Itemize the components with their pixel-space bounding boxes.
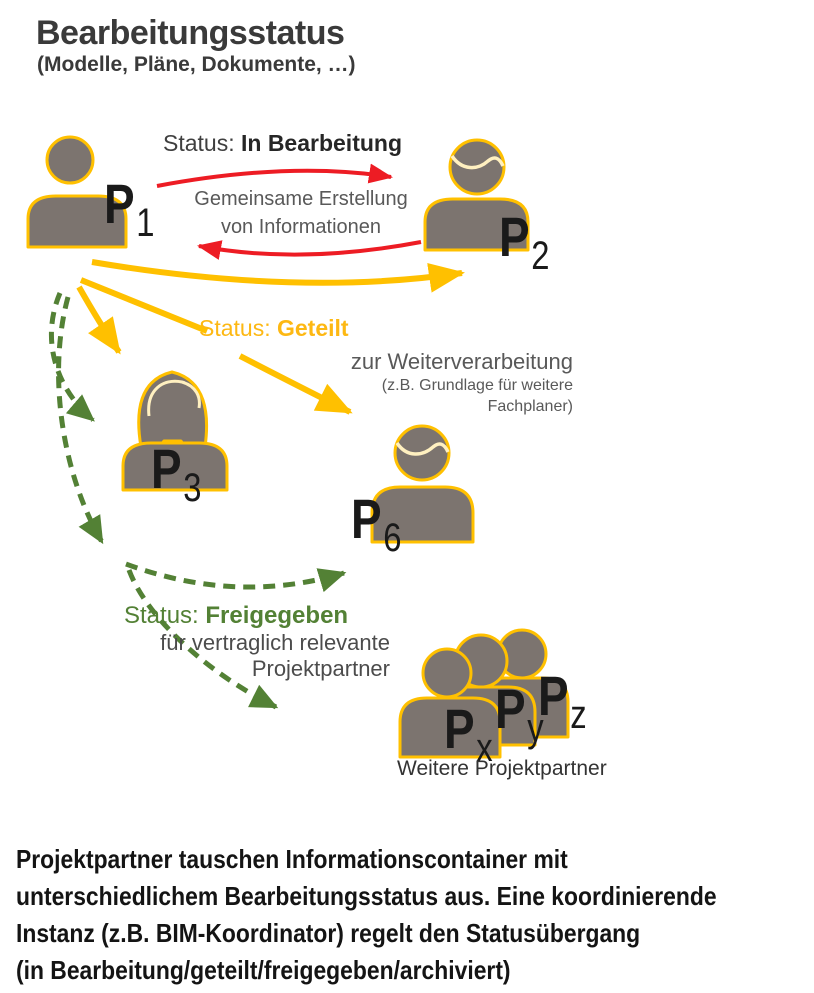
person-group-icon	[398, 628, 570, 759]
partner-letter: P	[351, 487, 382, 550]
partner-letter: P	[538, 664, 569, 727]
arrow-red-p1-to-p2	[156, 163, 393, 188]
status-prefix: Status:	[124, 602, 206, 629]
note-line: Projektpartner	[251, 656, 390, 681]
arrow-gold-p1-to-p3	[76, 285, 122, 355]
arrow-gold-p1-to-label	[79, 277, 209, 334]
group-caption: Weitere Projektpartner	[397, 757, 607, 780]
arrow-green-p1-down	[56, 296, 105, 545]
person-icon-p6	[370, 424, 475, 544]
arrow-green-to-group	[126, 569, 279, 710]
footer-line: Instanz (z.B. BIM-Koordinator) regelt de…	[16, 918, 641, 948]
partner-subscript: z	[570, 693, 587, 737]
partner-subscript: y	[527, 706, 544, 750]
partner-subscript: 3	[183, 466, 202, 510]
status-label-in-bearbeitung: Status: In Bearbeitung	[163, 130, 402, 157]
partner-label-p1: P1	[104, 176, 155, 244]
partner-subscript: 1	[136, 201, 155, 245]
partner-label-p2: P2	[499, 209, 550, 277]
arrow-green-p1-to-p3	[48, 292, 95, 422]
status-label-freigegeben: Status: Freigegeben	[124, 602, 348, 630]
arrow-gold-p1-to-p2	[91, 259, 465, 293]
footer-line: Projektpartner tauschen Informationscont…	[16, 844, 568, 874]
partner-letter: P	[151, 437, 182, 500]
note-geteilt: zur Weiterverarbeitung (z.B. Grundlage f…	[320, 348, 573, 417]
person-icon-p2	[423, 138, 530, 252]
person-icon-p1	[26, 135, 128, 249]
page-subtitle: (Modelle, Pläne, Dokumente, …)	[37, 53, 356, 76]
status-label-geteilt: Status: Geteilt	[199, 315, 349, 342]
arrow-green-to-p6	[125, 561, 347, 593]
partner-subscript: 6	[383, 516, 402, 560]
partner-letter: P	[495, 677, 526, 740]
arrow-red-p2-to-p1	[197, 240, 422, 260]
hair-swoosh-icon	[147, 379, 201, 417]
status-name: Freigegeben	[205, 602, 349, 629]
note-line: (z.B. Grundlage für weitere	[381, 377, 573, 394]
partner-subscript: 2	[531, 234, 550, 278]
partner-letter: P	[444, 697, 475, 760]
page-title: Bearbeitungsstatus	[36, 14, 345, 52]
partner-letter: P	[499, 205, 530, 268]
note-in-bearbeitung: Gemeinsame Erstellung von Informationen	[182, 185, 420, 241]
status-name: In Bearbeitung	[240, 130, 402, 156]
partner-letter: P	[104, 172, 135, 235]
status-prefix: Status:	[199, 315, 277, 341]
note-freigegeben: für vertraglich relevante Projektpartner	[130, 630, 390, 682]
person-icon-p3	[121, 370, 229, 492]
partner-label-py: Py	[495, 681, 544, 749]
status-name: Geteilt	[276, 315, 349, 341]
partner-label-px: Px	[444, 701, 493, 769]
hair-swoosh-icon	[450, 154, 505, 170]
arrow-gold-label-to-p6	[238, 353, 353, 415]
footer-paragraph: Projektpartner tauschen Informationscont…	[16, 841, 790, 989]
partner-label-p3: P3	[151, 441, 202, 509]
footer-line: unterschiedlichem Bearbeitungsstatus aus…	[16, 881, 717, 911]
note-line: Fachplaner)	[487, 398, 573, 415]
hair-swoosh-icon	[395, 441, 450, 456]
footer-line: (in Bearbeitung/geteilt/freigegeben/arch…	[16, 955, 511, 985]
partner-label-p6: P6	[351, 491, 402, 559]
partner-label-pz: Pz	[538, 668, 587, 736]
note-line: zur Weiterverarbeitung	[350, 349, 573, 374]
note-line: Gemeinsame Erstellung	[194, 188, 408, 210]
note-line: von Informationen	[220, 216, 382, 238]
partner-subscript: x	[476, 726, 493, 770]
note-line: für vertraglich relevante	[160, 630, 390, 655]
status-prefix: Status:	[163, 130, 241, 156]
